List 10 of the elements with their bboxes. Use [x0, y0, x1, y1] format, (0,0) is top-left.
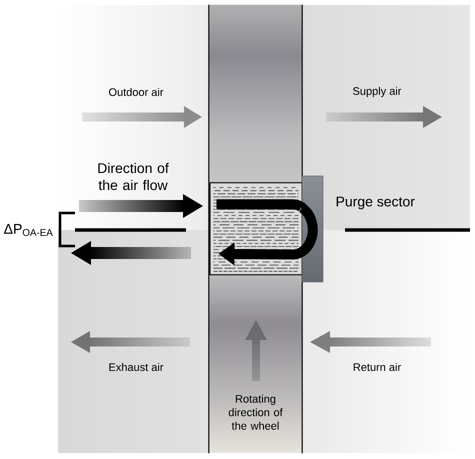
airflow-label: Outdoor air [109, 88, 164, 96]
pressure-difference-label: ΔP$_{OA-EA}$ [4, 224, 53, 236]
node-label: Rotating direction of the wheel [228, 394, 283, 430]
flow-direction-label: Direction of the air flow [98, 162, 169, 190]
airflow-label: Exhaust air [109, 362, 164, 372]
purge-sector-box [298, 176, 324, 282]
flow-line [216, 199, 307, 212]
sector-label: Purge sector [336, 196, 415, 210]
airflow-label: Return air [354, 362, 401, 372]
airflow-label: Supply air [353, 86, 402, 98]
